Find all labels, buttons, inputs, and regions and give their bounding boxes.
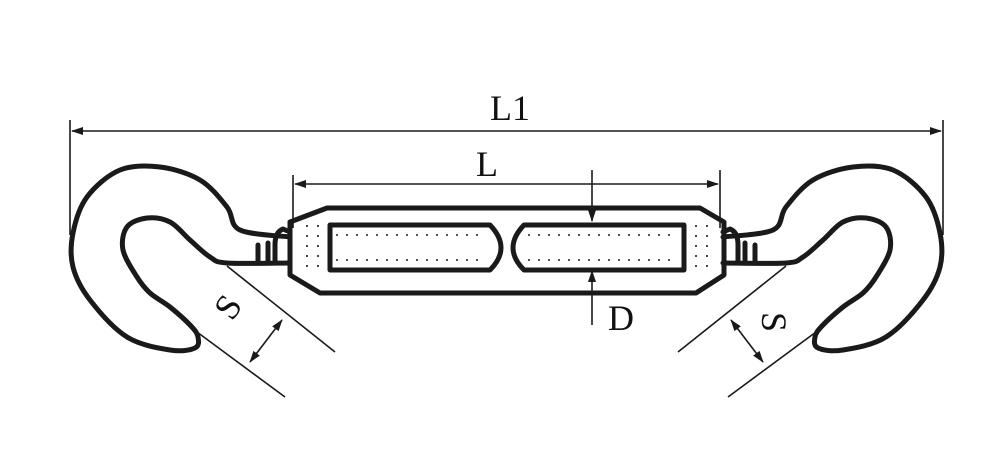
hook-collar (720, 226, 741, 265)
dimension-l: L (292, 144, 721, 228)
hook-collar (272, 226, 293, 265)
thread-slot-right (510, 222, 687, 273)
throat-guide-line (226, 265, 336, 353)
throat-arrow (249, 319, 283, 363)
body-frame (287, 205, 727, 296)
label-s-left: S (206, 287, 250, 326)
hook-left (68, 163, 336, 398)
label-d: D (608, 298, 634, 338)
throat-arrow (730, 319, 764, 363)
dimension-d: D (588, 170, 634, 338)
thread-slot-left (327, 222, 504, 273)
dimension-l1: L1 (69, 88, 944, 235)
hook-right (677, 163, 945, 398)
throat-guide-line (727, 331, 817, 398)
label-l: L (476, 144, 498, 184)
label-s-right: S (754, 312, 794, 332)
hook-outline (68, 163, 293, 354)
throat-guide-line (677, 265, 787, 353)
label-l1: L1 (490, 88, 530, 128)
hook-outline (720, 163, 945, 354)
turnbuckle-body (287, 205, 727, 296)
throat-guide-line (196, 331, 286, 398)
